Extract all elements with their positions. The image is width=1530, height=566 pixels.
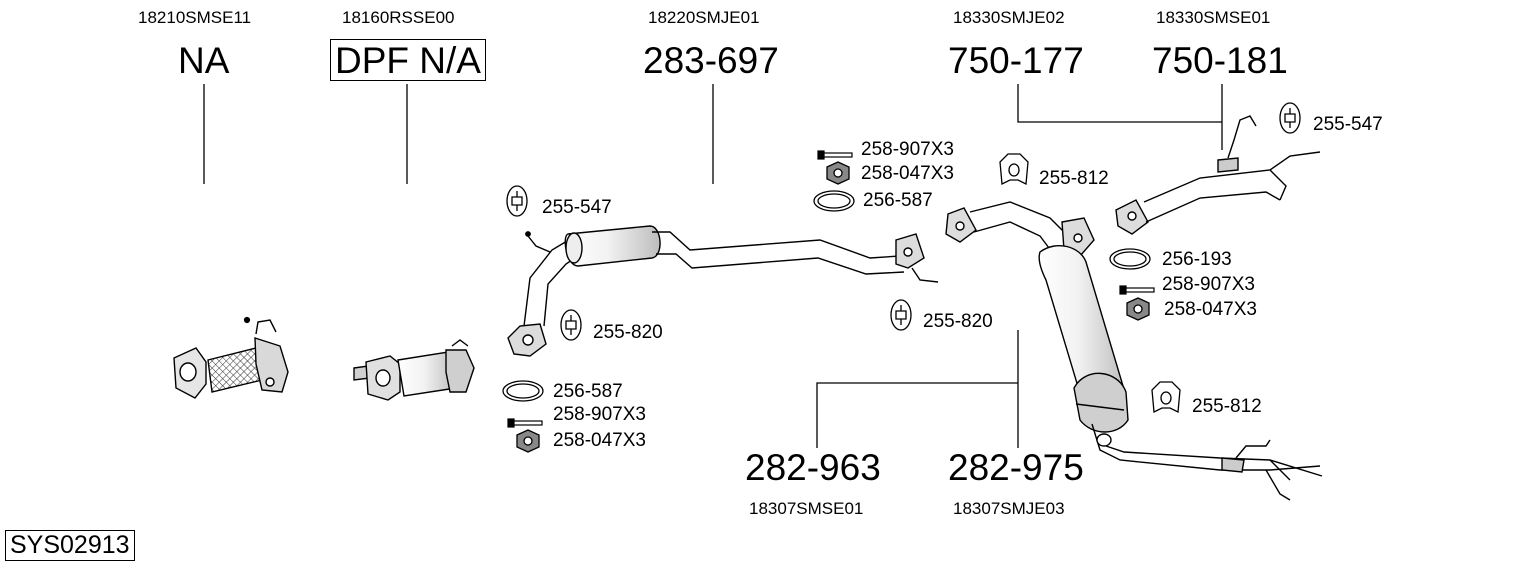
oem-code-6: 18307SMSE01 xyxy=(749,499,864,518)
gasket-ring-icon xyxy=(813,190,855,212)
fitting-label: 255-547 xyxy=(1313,114,1383,135)
oem-code-7: 18307SMJE03 xyxy=(953,499,1065,518)
catalyst-part xyxy=(353,339,475,401)
diagram-code: SYS02913 xyxy=(5,530,135,561)
oem-code-1: 18210SMSE11 xyxy=(138,8,252,27)
hanger-icon xyxy=(560,309,582,341)
oem-code-4: 18330SMJE02 xyxy=(953,8,1065,27)
fitting-label: 255-820 xyxy=(923,311,993,332)
flex-pipe-part xyxy=(173,316,289,399)
nuts xyxy=(516,161,1150,453)
rear-silencer-part xyxy=(945,201,1323,501)
oem-code-3: 18220SMJE01 xyxy=(648,8,760,27)
fitting-label: 258-907X3 xyxy=(1162,274,1255,295)
part-number-dpf: DPF N/A xyxy=(330,39,486,81)
fitting-label: 256-193 xyxy=(1162,249,1232,270)
part-number-283-697: 283-697 xyxy=(643,40,779,81)
part-number-750-181: 750-181 xyxy=(1152,40,1288,81)
hanger-icon xyxy=(1151,381,1181,414)
hanger-icon xyxy=(506,185,528,217)
rubber-hangers xyxy=(506,102,1301,414)
fitting-label: 256-587 xyxy=(553,381,623,402)
gasket-ring-icon xyxy=(1113,251,1147,267)
fitting-label: 255-812 xyxy=(1039,168,1109,189)
hanger-icon xyxy=(890,299,912,331)
fitting-label: 256-587 xyxy=(863,190,933,211)
part-number-282-963: 282-963 xyxy=(745,447,881,488)
fitting-label: 255-820 xyxy=(593,322,663,343)
part-number-282-975: 282-975 xyxy=(948,447,1084,488)
fitting-label: 258-907X3 xyxy=(861,139,954,160)
gasket-ring-icon xyxy=(502,380,544,402)
part-number-na: NA xyxy=(178,40,230,81)
oem-code-2: 18160RSSE00 xyxy=(342,8,455,27)
gaskets xyxy=(502,190,1151,402)
leader-lines xyxy=(203,84,1223,448)
nut-icon xyxy=(1126,297,1150,321)
fitting-label: 258-047X3 xyxy=(1164,299,1257,320)
hanger-icon xyxy=(1279,102,1301,134)
tail-pipe-part xyxy=(1115,115,1321,235)
bolt-icon xyxy=(507,418,543,428)
nut-icon xyxy=(826,161,850,185)
bolt-icon xyxy=(1119,285,1155,295)
part-number-750-177: 750-177 xyxy=(948,40,1084,81)
fitting-label: 258-047X3 xyxy=(861,163,954,184)
bolts xyxy=(507,150,1155,428)
fitting-label: 255-812 xyxy=(1192,396,1262,417)
nut-icon xyxy=(516,429,540,453)
leader-282-963 xyxy=(816,382,1018,448)
hanger-icon xyxy=(999,153,1029,186)
fitting-label: 258-907X3 xyxy=(553,404,646,425)
gasket-ring-icon xyxy=(506,383,540,399)
gasket-ring-icon xyxy=(817,193,851,209)
bolt-icon xyxy=(817,150,853,160)
fitting-label: 258-047X3 xyxy=(553,430,646,451)
leader-750-177 xyxy=(1017,84,1222,123)
intermediate-pipe-part xyxy=(507,225,939,357)
oem-code-5: 18330SMSE01 xyxy=(1156,8,1271,27)
fitting-label: 255-547 xyxy=(542,197,612,218)
gasket-ring-icon xyxy=(1109,248,1151,270)
